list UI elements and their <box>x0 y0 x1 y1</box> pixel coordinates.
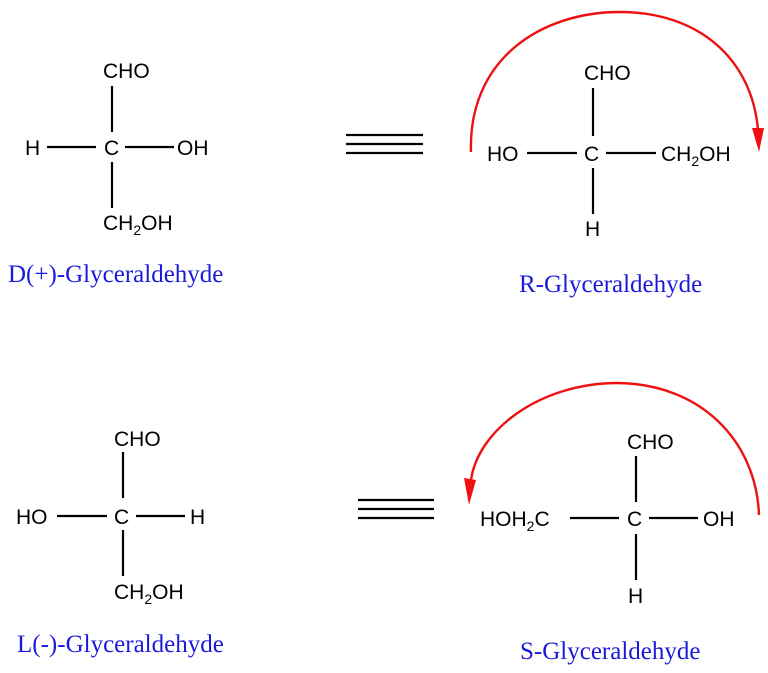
substituent-bottom-ch2oh: CH2OH <box>114 581 184 607</box>
chiral-carbon: C <box>584 143 599 166</box>
chiral-carbon: C <box>114 506 129 529</box>
substituent-right-ch2oh: CH2OH <box>661 143 731 169</box>
caption-s-glyceraldehyde: S-Glyceraldehyde <box>520 638 700 665</box>
substituent-top-cho: CHO <box>114 428 161 451</box>
substituent-top-cho: CHO <box>584 62 631 85</box>
caption-l-glyceraldehyde: L(-)-Glyceraldehyde <box>17 631 224 658</box>
substituent-left-ho: HO <box>16 506 48 529</box>
chiral-carbon: C <box>627 508 642 531</box>
caption-r-glyceraldehyde: R-Glyceraldehyde <box>519 271 702 298</box>
substituent-bottom-h: H <box>585 218 600 241</box>
substituent-right-oh: OH <box>177 137 209 160</box>
molecule-r-glyceraldehyde: CHO HO C CH2OH H R-Glyceraldehyde <box>469 10 764 298</box>
substituent-top-cho: CHO <box>103 60 150 83</box>
substituent-bottom-h: H <box>628 585 643 608</box>
molecule-l-glyceraldehyde: CHO HO C H CH2OH L(-)-Glyceraldehyde <box>16 428 224 658</box>
equivalence-symbol-bottom <box>358 498 434 520</box>
substituent-bottom-ch2oh: CH2OH <box>103 212 173 238</box>
substituent-right-oh: OH <box>703 508 735 531</box>
clockwise-rotation-arrow <box>469 10 760 153</box>
chiral-carbon: C <box>104 137 119 160</box>
substituent-left-hoh2c: HOH2C <box>480 508 550 534</box>
substituent-left-h: H <box>25 137 40 160</box>
substituent-left-ho: HO <box>487 143 519 166</box>
substituent-right-h: H <box>190 506 205 529</box>
molecule-s-glyceraldehyde: CHO HOH2C C OH H S-Glyceraldehyde <box>464 381 761 665</box>
arrowhead-icon <box>464 478 476 505</box>
caption-d-glyceraldehyde: D(+)-Glyceraldehyde <box>8 261 223 288</box>
equivalence-symbol-top <box>346 133 423 155</box>
molecule-d-glyceraldehyde: CHO H C OH CH2OH D(+)-Glyceraldehyde <box>8 60 223 288</box>
substituent-top-cho: CHO <box>627 431 674 454</box>
arrowhead-icon <box>752 128 764 152</box>
counterclockwise-rotation-arrow <box>469 381 761 516</box>
